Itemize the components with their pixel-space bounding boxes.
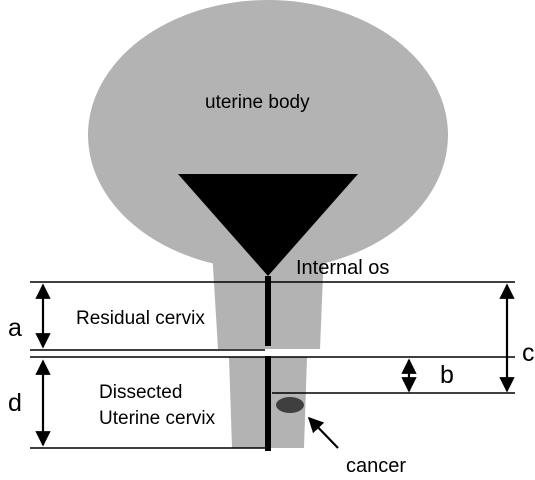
cancer-lesion <box>276 397 304 413</box>
dimension-d-label: d <box>8 389 22 417</box>
cancer-label: cancer <box>346 455 406 477</box>
dimension-a-label: a <box>8 314 22 342</box>
cervical-canal-upper <box>265 276 271 346</box>
cervical-canal-lower <box>265 356 271 451</box>
dimension-b-label: b <box>440 361 454 389</box>
residual-cervix-label: Residual cervix <box>76 308 205 329</box>
dimension-c-label: c <box>522 339 535 367</box>
uterine-body-label: uterine body <box>205 92 310 113</box>
dissected-label-line1: Dissected <box>99 382 182 403</box>
internal-os-label: Internal os <box>296 257 389 279</box>
dissected-label-line2: Uterine cervix <box>99 408 216 429</box>
arrow-cancer <box>309 418 338 448</box>
